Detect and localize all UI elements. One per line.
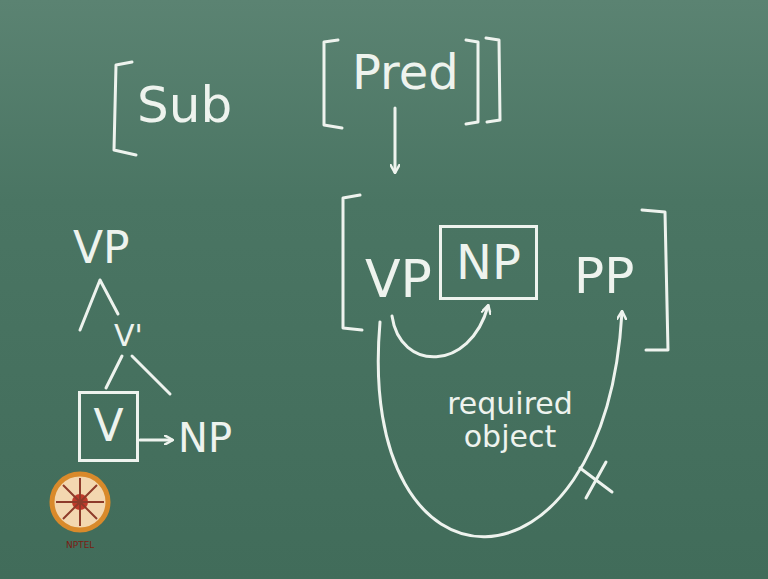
phrase-label: VP — [73, 224, 130, 272]
bracket — [486, 38, 500, 122]
bar-level-label: V' — [114, 319, 143, 352]
bracket — [343, 195, 362, 330]
phrase-label: PP — [574, 249, 634, 304]
phrase-label: NP — [178, 416, 232, 460]
bracket — [114, 62, 136, 155]
node-text: V — [93, 402, 123, 450]
bracket — [642, 210, 668, 350]
down-arrow — [394, 108, 397, 172]
arrow — [140, 439, 172, 442]
annotation: required object — [435, 387, 585, 453]
boxed-head: V — [78, 391, 139, 462]
tree-branch — [106, 356, 170, 394]
subject-label: Sub — [137, 78, 232, 133]
bracket — [466, 40, 478, 124]
node-text: NP — [456, 236, 521, 289]
logo-icon — [52, 474, 108, 530]
curved-arrow — [378, 312, 622, 537]
cross-mark — [580, 462, 612, 498]
boxed-phrase: NP — [439, 225, 538, 300]
predicate-label: Pred — [352, 46, 459, 99]
phrase-label: VP — [365, 251, 432, 308]
bracket — [324, 40, 342, 128]
curved-arrow — [392, 306, 488, 357]
logo-text: NPTEL — [66, 541, 94, 551]
tree-branch — [80, 280, 118, 330]
